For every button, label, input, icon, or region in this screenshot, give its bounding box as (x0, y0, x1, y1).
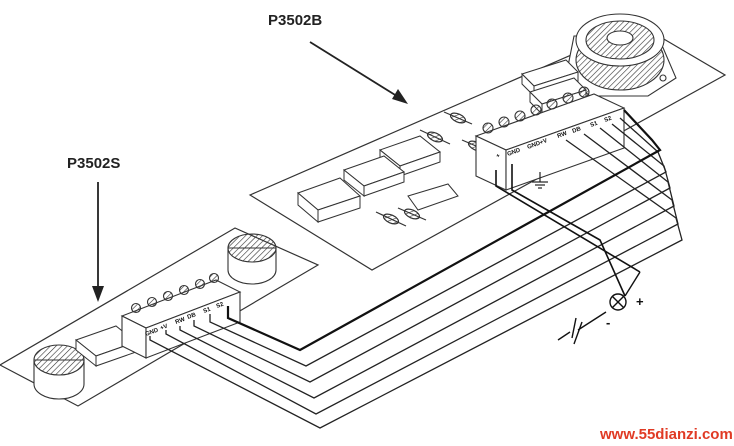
arrowhead-p3502s (92, 286, 104, 302)
svg-text:DB: DB (572, 126, 583, 135)
label-p3502b: P3502B (268, 12, 322, 29)
label-p3502s: P3502S (67, 155, 120, 172)
terminal-block-s (120, 272, 242, 359)
sensor-right (227, 233, 277, 285)
battery-minus: - (606, 315, 610, 330)
buzzer (565, 13, 677, 97)
svg-text:S1: S1 (203, 307, 213, 315)
power-wires (495, 164, 641, 297)
svg-text:DB: DB (187, 312, 198, 321)
watermark: www.55dianzi.com (599, 426, 733, 443)
svg-text:RW: RW (175, 317, 187, 326)
svg-text:+: + (496, 153, 502, 160)
ground-symbol (532, 172, 548, 189)
battery-plus: + (636, 294, 644, 309)
arrow-p3502b (309, 41, 401, 99)
svg-text:GND: GND (507, 147, 522, 157)
svg-text:GND: GND (145, 327, 160, 337)
svg-text:S2: S2 (604, 116, 614, 124)
battery-symbol (557, 271, 641, 345)
svg-text:S1: S1 (590, 121, 600, 129)
svg-text:S2: S2 (216, 302, 226, 310)
ic-chips (297, 135, 459, 224)
wire-harness-dark (226, 109, 662, 352)
relays (521, 59, 587, 116)
svg-text:+V: +V (160, 324, 169, 332)
arrowhead-p3502b (392, 89, 408, 104)
terminal-block-b (474, 86, 626, 191)
svg-text:RW: RW (557, 131, 569, 140)
terminal-labels-s: GND +V RW DB S1 S2 (145, 302, 226, 338)
sensor-left (33, 344, 85, 400)
